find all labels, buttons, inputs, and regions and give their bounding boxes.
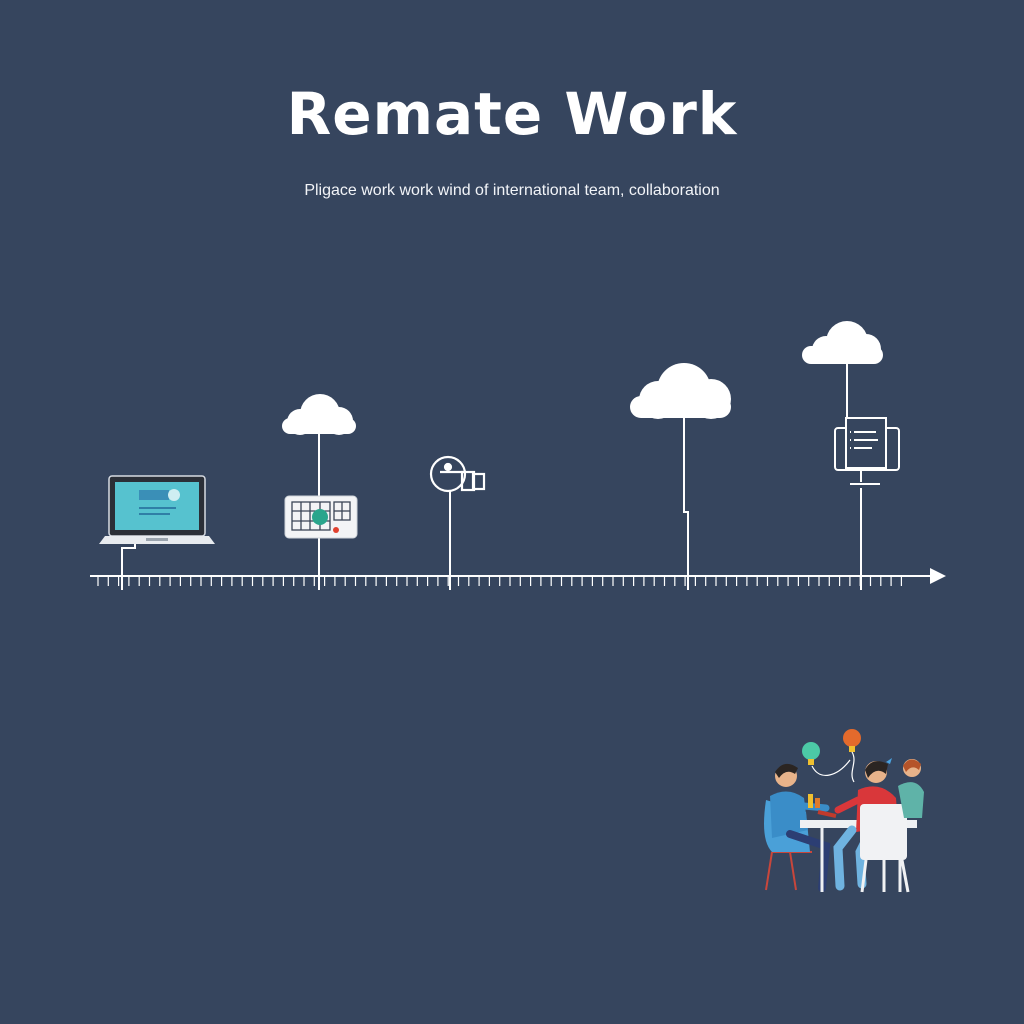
laptop-icon: [99, 475, 215, 544]
idea-bubbles: [802, 729, 892, 783]
team-collaboration-illustration: [764, 729, 924, 893]
page-title: Remate Work: [286, 80, 738, 148]
dashboard-device-icon: [284, 495, 358, 539]
person-left: [764, 763, 831, 892]
arrow-head-icon: [930, 568, 946, 584]
timeline-ticks: [97, 576, 903, 586]
connector-laptop: [121, 542, 136, 590]
person-back: [898, 759, 924, 818]
webcam-icon: [429, 455, 486, 493]
connector-cloud-2: [683, 416, 689, 590]
page-subtitle: Pligace work work wind of international …: [304, 182, 720, 199]
cloud-icon-2: [630, 363, 731, 419]
timeline-connectors: [121, 364, 862, 590]
monitor-document-icon: [834, 417, 900, 485]
front-chair: [860, 804, 910, 893]
cloud-icon-3: [802, 321, 883, 364]
timeline-axis: [90, 568, 946, 586]
cloud-icon-1: [282, 394, 356, 435]
